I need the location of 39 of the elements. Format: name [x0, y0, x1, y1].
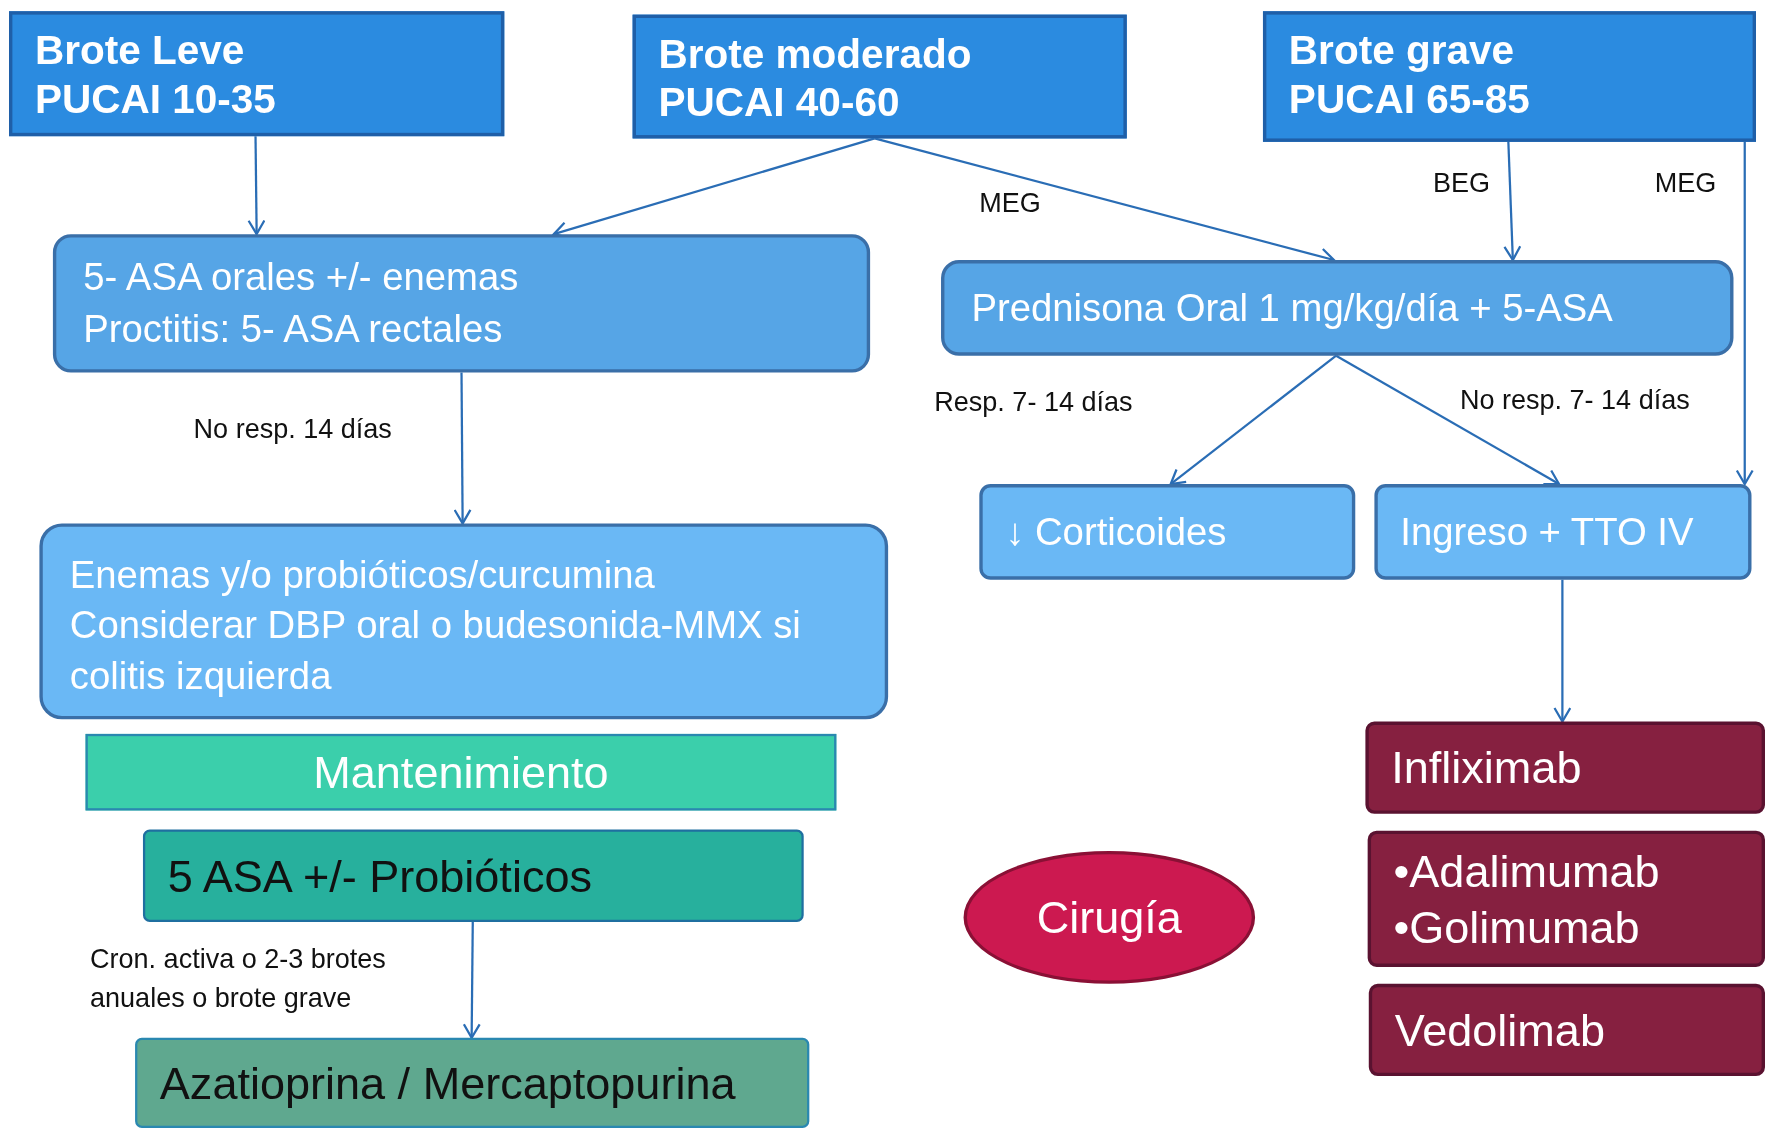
- box-title: Brote grave PUCAI 65-85: [1288, 26, 1531, 124]
- drug-box: Infliximab: [1365, 721, 1765, 814]
- box-title: Brote moderado PUCAI 40-60: [658, 29, 973, 127]
- brote-box: [1262, 11, 1756, 142]
- arrow: [247, 136, 266, 236]
- box-text: •Golimumab: [1393, 901, 1641, 954]
- edge-label: Resp. 7- 14 días: [934, 385, 1133, 419]
- edge-label: No resp. 7- 14 días: [1459, 382, 1690, 417]
- drug-box: [1367, 830, 1765, 967]
- edge-label: BEG: [1432, 166, 1490, 201]
- treatment-box: Ingreso + TTO IV: [1374, 484, 1752, 580]
- box-title: Brote Leve PUCAI 10-35: [34, 26, 277, 124]
- edge-label: No resp. 14 días: [193, 412, 392, 446]
- edge-label: MEG: [1654, 166, 1717, 201]
- arrow: [1169, 354, 1337, 486]
- arrow: [1503, 141, 1522, 262]
- edge-label: Cron. activa o 2-3 brotes anuales o brote grave: [90, 942, 387, 1015]
- surgery-ellipse: Cirugía: [963, 851, 1256, 984]
- arrow: [1735, 141, 1754, 486]
- box-text: 5- ASA orales +/- enemas: [83, 254, 520, 300]
- arrow: [462, 921, 481, 1039]
- box-text: Considerar DBP oral o budesonida-MMX si colitis izquierda: [69, 602, 802, 700]
- brote-box: [632, 14, 1127, 139]
- treatment-box: [52, 234, 871, 373]
- treatment-box: Prednisona Oral 1 mg/kg/día + 5-ASA: [941, 260, 1734, 356]
- edge-label: MEG: [979, 185, 1041, 220]
- drug-box: Vedolimab: [1368, 983, 1765, 1077]
- brote-box: [9, 11, 505, 137]
- box-text: Enemas y/o probióticos/curcumina: [69, 551, 656, 598]
- box-text: Proctitis: 5- ASA rectales: [83, 305, 504, 352]
- section-band: Mantenimiento: [85, 733, 837, 811]
- arrow: [1335, 354, 1561, 486]
- box-text: •Adalimumab: [1393, 844, 1661, 898]
- treatment-box: ↓ Corticoides: [979, 484, 1356, 580]
- treatment-box: 5 ASA +/- Probióticos: [142, 829, 804, 922]
- treatment-box: Azatioprina / Mercaptopurina: [135, 1037, 810, 1128]
- arrow: [1553, 579, 1572, 723]
- arrow: [453, 372, 472, 525]
- treatment-box: [39, 523, 889, 720]
